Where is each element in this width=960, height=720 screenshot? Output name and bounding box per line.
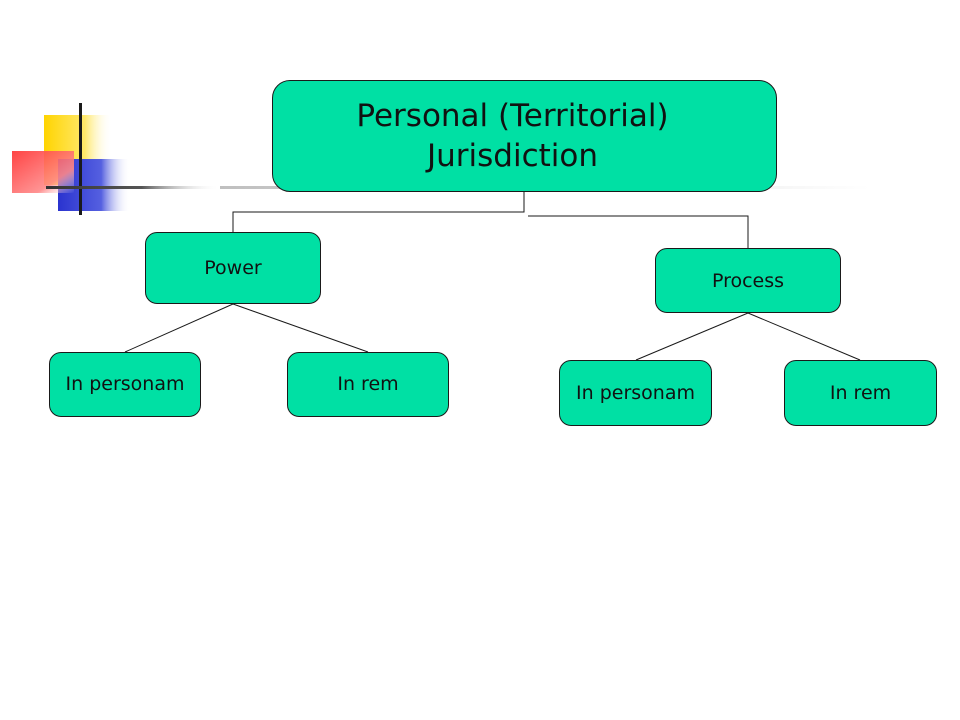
decorative-squares-icon xyxy=(12,103,220,215)
process-label: Process xyxy=(711,269,785,292)
connector-root-process xyxy=(528,215,749,248)
power-in-personam-node: In personam xyxy=(49,352,201,417)
process-in-rem-node: In rem xyxy=(784,360,937,426)
power-in-personam-label: In personam xyxy=(65,373,185,395)
connector-process-inrem xyxy=(747,312,861,361)
process-in-personam-label: In personam xyxy=(576,382,695,404)
power-label: Power xyxy=(204,257,262,279)
connector-root-power xyxy=(232,192,525,232)
power-in-rem-node: In rem xyxy=(287,352,449,417)
root-node: Personal (Territorial) Jurisdiction xyxy=(272,80,777,192)
connector-power-inpersonam xyxy=(124,303,234,353)
process-node: Process xyxy=(655,248,841,313)
connector-power-inrem xyxy=(232,303,369,353)
root-title-line2: Jurisdiction xyxy=(426,138,598,174)
power-in-rem-label: In rem xyxy=(337,373,399,395)
process-in-rem-label: In rem xyxy=(829,382,892,404)
connector-process-inpersonam xyxy=(635,312,749,361)
process-in-personam-node: In personam xyxy=(559,360,712,426)
power-node: Power xyxy=(145,232,321,304)
root-title-line1: Personal (Territorial) xyxy=(356,97,669,134)
